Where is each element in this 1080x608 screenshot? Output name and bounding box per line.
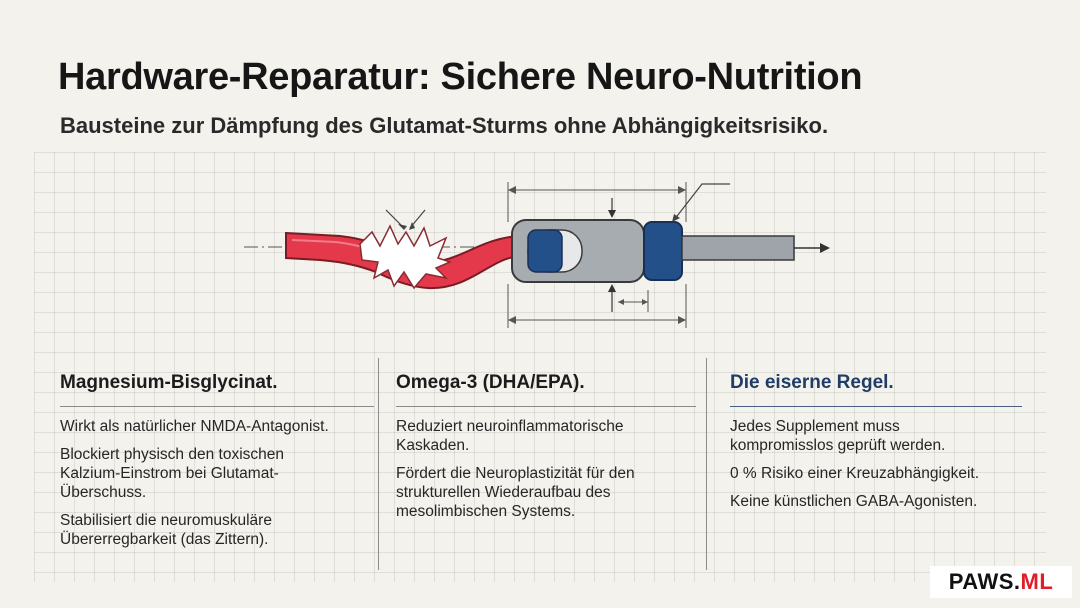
column-point: Blockiert physisch den toxischen Kalzium…	[60, 446, 285, 501]
brand-logo: PAWS.ML	[930, 566, 1072, 598]
column-iron-rule: Die eiserne Regel. Jedes Supplement muss…	[730, 372, 1022, 520]
repaired-cable	[681, 235, 795, 261]
column-point: Wirkt als natürlicher NMDA-Antagonist.	[60, 418, 329, 435]
connector-core	[643, 221, 683, 281]
column-omega3: Omega-3 (DHA/EPA). Reduziert neuroinflam…	[396, 372, 696, 530]
column-heading: Die eiserne Regel.	[730, 372, 894, 393]
column-point: 0 % Risiko einer Kreuzabhängigkeit.	[730, 465, 979, 482]
fray-break	[359, 224, 453, 290]
column-magnesium: Magnesium-Bisglycinat. Wirkt als natürli…	[60, 372, 374, 558]
column-divider-2	[706, 358, 707, 570]
column-point: Reduziert neuroinflammatorische Kaskaden…	[396, 418, 624, 454]
page-title: Hardware-Reparatur: Sichere Neuro-Nutrit…	[58, 56, 863, 98]
column-divider-1	[378, 358, 379, 570]
column-rule	[730, 406, 1022, 407]
logo-text-accent: ML	[1020, 569, 1054, 594]
leader-line	[673, 183, 730, 221]
column-point: Jedes Supplement muss kompromisslos gepr…	[730, 418, 946, 454]
column-heading: Magnesium-Bisglycinat.	[60, 372, 278, 393]
column-point: Keine künstlichen GABA-Agonisten.	[730, 493, 978, 510]
column-heading: Omega-3 (DHA/EPA).	[396, 372, 585, 393]
column-rule	[396, 406, 696, 407]
column-point: Fördert die Neuroplastizität für den str…	[396, 465, 635, 520]
page-subtitle: Bausteine zur Dämpfung des Glutamat-Stur…	[60, 113, 829, 138]
logo-text-primary: PAWS.	[948, 569, 1021, 594]
column-rule	[60, 406, 374, 407]
column-point: Stabilisiert die neuromuskuläre Übererre…	[60, 512, 272, 548]
